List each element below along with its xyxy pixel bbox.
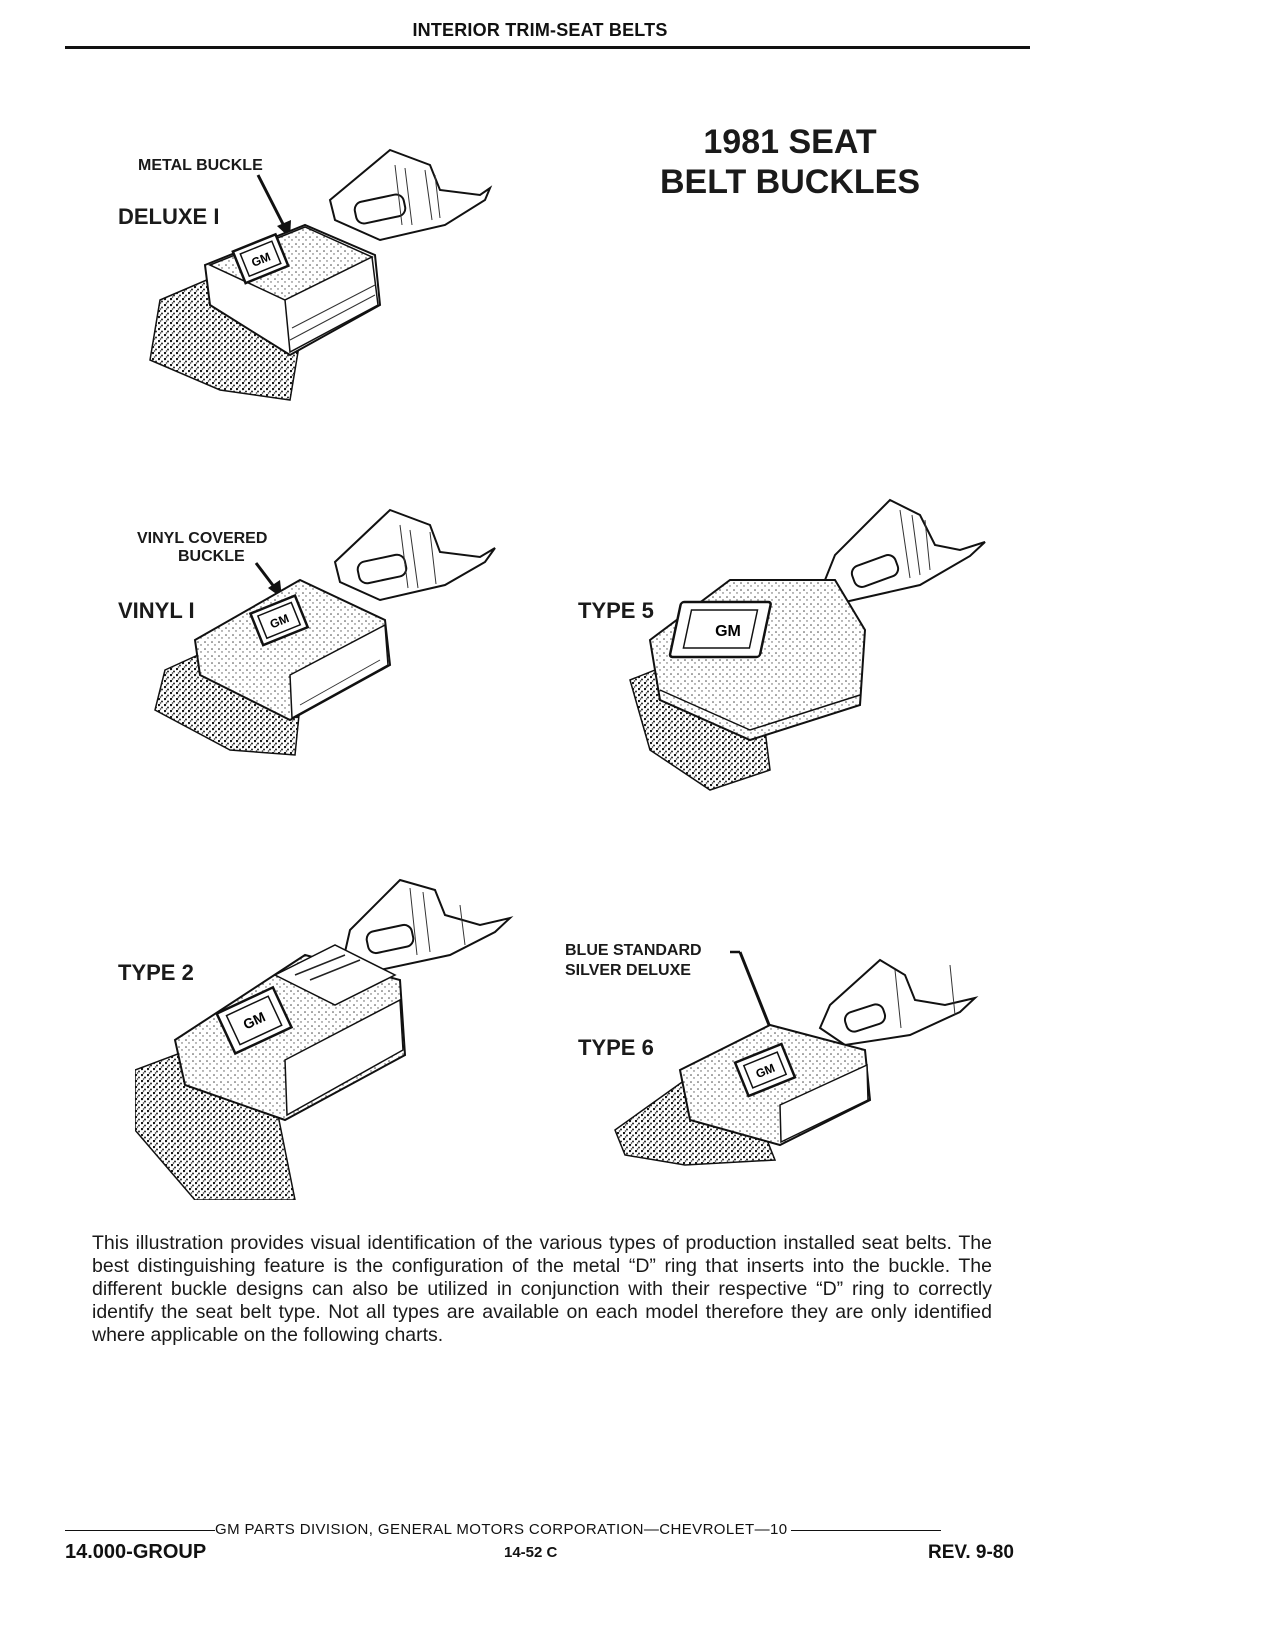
- vinyl-callout-line1: VINYL COVERED: [137, 530, 268, 547]
- description-paragraph: This illustration provides visual identi…: [92, 1232, 992, 1346]
- footer-division-text: GM PARTS DIVISION, GENERAL MOTORS CORPOR…: [215, 1521, 788, 1538]
- vinyl-emblem: GM: [268, 611, 291, 631]
- vinyl-label: VINYL I: [118, 598, 195, 623]
- type5-emblem: GM: [715, 623, 741, 640]
- footer-group: 14.000-GROUP: [65, 1541, 207, 1563]
- header-rule: [65, 46, 1030, 49]
- vinyl-buckle-illustration: GM: [154, 508, 496, 756]
- type6-emblem: GM: [754, 1061, 777, 1081]
- type6-buckle-illustration: GM: [614, 950, 979, 1166]
- page-title-line1: 1981 SEAT: [703, 123, 877, 161]
- footer-rule-right: [791, 1529, 942, 1531]
- footer-division-line: GM PARTS DIVISION, GENERAL MOTORS CORPOR…: [65, 1521, 1097, 1538]
- footer-revision: REV. 9-80: [928, 1542, 1014, 1563]
- type5-buckle-illustration: GM: [629, 498, 986, 791]
- type6-callout-line1: BLUE STANDARD: [565, 942, 702, 959]
- type6-callout-line2: SILVER DELUXE: [565, 962, 691, 979]
- footer-page-code: 14-52 C: [504, 1544, 558, 1561]
- page-title-line2: BELT BUCKLES: [659, 163, 921, 201]
- deluxe-label: DELUXE I: [118, 204, 220, 229]
- type5-label: TYPE 5: [578, 598, 654, 623]
- deluxe-callout: METAL BUCKLE: [138, 157, 263, 174]
- type2-buckle-illustration: GM: [135, 878, 514, 1200]
- vinyl-callout-line2: BUCKLE: [178, 548, 245, 565]
- type6-label: TYPE 6: [578, 1035, 654, 1060]
- deluxe-buckle-illustration: GM: [149, 148, 493, 401]
- type2-label: TYPE 2: [118, 960, 194, 985]
- footer-rule-left: [65, 1529, 215, 1531]
- deluxe-emblem: GM: [249, 250, 272, 270]
- header-title: INTERIOR TRIM-SEAT BELTS: [412, 20, 668, 40]
- page-title: 1981 SEAT BELT BUCKLES: [640, 122, 940, 202]
